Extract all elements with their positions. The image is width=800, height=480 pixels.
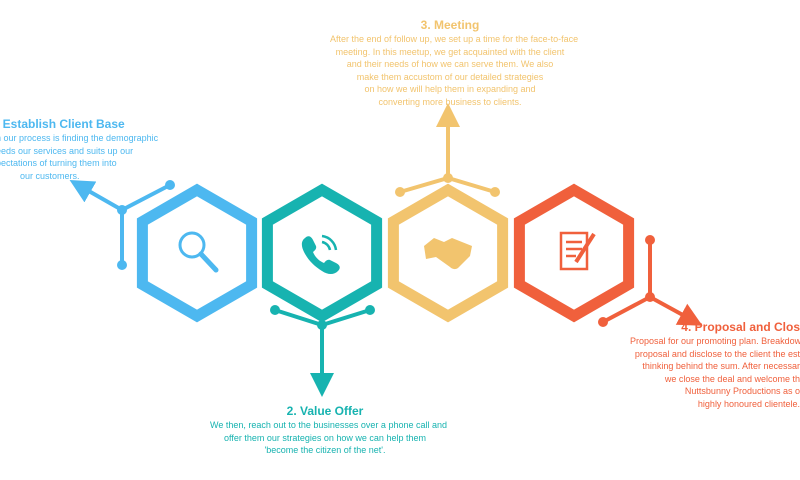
step-4-line: Nuttsbunny Productions as o [684,386,800,396]
step-2-line: offer them our strategies on how we can … [224,432,426,443]
step-1-title: . Establish Client Base [0,117,125,131]
step-2-line: 'become the citizen of the net'. [264,445,386,455]
step-4-line: we close the deal and welcome th [664,373,800,384]
step-3-line: on how we will help them in expanding an… [364,84,536,94]
step-1-text: . Establish Client Base n our process is… [0,117,166,182]
step-3-line: converting more business to clients. [378,96,522,107]
step-3-line: and their needs of how we can serve them… [346,59,554,69]
step-3-title: 3. Meeting [420,18,480,32]
connector-dots-blue [117,180,175,270]
step-4-line: Proposal for our promoting plan. Breakdo… [630,336,800,346]
step-2-text: 2. Value Offer We then, reach out to the… [210,404,447,457]
step-1-line: pectations of turning them into [0,158,117,168]
step-4-line: thinking behind the sum. After necessar [642,361,800,371]
step-3-line: make them accustom of our detailed strat… [356,71,544,82]
document-pen-icon [559,231,596,271]
step-4-line: proposal and disclose to the client the … [634,348,800,359]
step-2-line: We then, reach out to the businesses ove… [210,420,447,430]
hexagons [136,183,635,323]
connector-blue [69,180,171,265]
step-1-line: n our process is finding the demographic [0,133,159,143]
connector-dots-yellow [395,173,500,197]
step-1-line: eeds our services and suits up our [0,145,134,156]
step-3-line: meeting. In this meetup, we get acquaint… [335,46,565,57]
step-4-text: 4. Proposal and Clos Proposal for our pr… [630,320,800,410]
step-3-text: 3. Meeting After the end of follow up, w… [330,18,579,108]
handshake-icon [424,238,472,270]
connector-dots-teal [270,305,375,330]
step-4-title: 4. Proposal and Clos [681,320,800,334]
connector-dots-red [598,235,655,327]
hexagon-step-2 [261,183,383,323]
hexagon-step-1 [136,183,258,323]
step-4-line: highly honoured clientele. [697,398,800,409]
hexagon-step-4 [513,183,635,323]
connector-red [602,240,703,326]
step-3-line: After the end of follow up, we set up a … [330,34,579,44]
step-2-title: 2. Value Offer [286,404,364,418]
step-1-line: our customers. [20,170,80,181]
magnifier-icon [178,231,219,273]
phone-icon [301,234,340,274]
